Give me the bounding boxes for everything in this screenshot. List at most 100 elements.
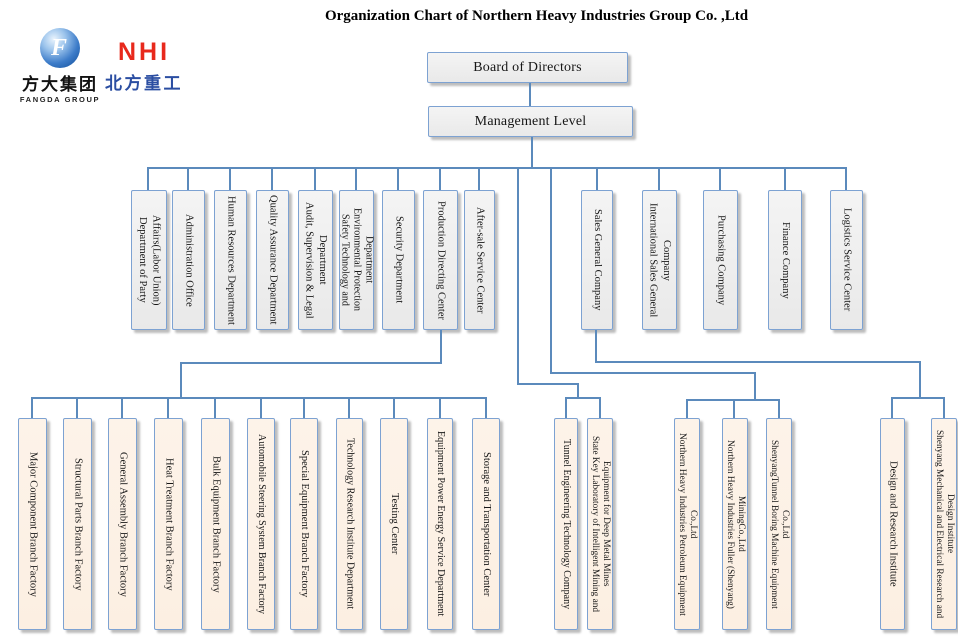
org-box-label: International Sales General Company — [647, 202, 673, 318]
connector-line — [719, 167, 721, 190]
org-box-label: Production Directing Center — [435, 200, 447, 320]
org-box-label: Purchasing Company — [715, 214, 727, 306]
org-box-after-sale: After-sale Service Center — [464, 190, 495, 330]
org-box-party-affairs: Department of Party Affairs(Labor Union) — [131, 190, 167, 330]
org-box-label: Management Level — [474, 113, 587, 129]
org-box-testing-center: Testing Center — [380, 418, 408, 630]
org-box-tunnel-boring: ShenyangTunnel Boring Machine Equipment … — [766, 418, 792, 630]
connector-line — [485, 397, 487, 418]
connector-line — [121, 397, 123, 418]
fangda-globe-icon: F — [40, 28, 80, 68]
org-box-board-of-directors: Board of Directors — [427, 52, 628, 83]
connector-line — [260, 397, 262, 418]
org-box-label: Audit, Supervision & Legal Department — [303, 201, 329, 319]
org-box-fuller-mining: Northern Heavy Industries Fuller (Shenya… — [722, 418, 748, 630]
connector-line — [393, 397, 395, 418]
org-box-label: Storage and Transportation Center — [480, 451, 492, 597]
connector-line — [686, 399, 688, 418]
connector-line — [658, 167, 660, 190]
org-box-finance: Finance Company — [768, 190, 802, 330]
connector-line — [531, 137, 533, 168]
fangda-logo: F 方大集团 FANGDA GROUP — [14, 28, 106, 104]
connector-line — [355, 167, 357, 190]
org-box-petroleum-equipment: Northern Heavy Industries Petroleum Equi… — [674, 418, 700, 630]
connector-line — [595, 361, 921, 363]
connector-line — [595, 330, 597, 362]
connector-line — [943, 397, 945, 418]
org-box-label: Department of Party Affairs(Labor Union) — [137, 214, 162, 306]
connector-line — [187, 167, 189, 190]
org-box-label: Human Resources Department — [225, 195, 237, 325]
org-box-special-equipment: Special Equipment Branch Factory — [290, 418, 318, 630]
org-box-label: Administration Office — [183, 213, 195, 307]
connector-line — [348, 397, 350, 418]
nhi-logo: NHI 北方重工 — [100, 40, 188, 94]
connector-line — [529, 83, 531, 106]
org-box-label: Security Department — [393, 216, 405, 304]
connector-line — [440, 330, 442, 363]
org-box-label: Bulk Equipment Branch Factory — [210, 455, 222, 593]
org-box-label: General Assembly Branch Factory — [117, 451, 129, 597]
org-box-label: Design and Research Institute — [887, 461, 899, 587]
org-box-management-level: Management Level — [428, 106, 633, 137]
connector-line — [517, 383, 579, 385]
connector-line — [147, 167, 149, 190]
connector-line — [147, 167, 847, 169]
connector-line — [517, 167, 519, 385]
page-title: Organization Chart of Northern Heavy Ind… — [324, 8, 749, 24]
org-box-major-component: Major Component Branch Factory — [18, 418, 47, 630]
connector-line — [577, 383, 579, 398]
org-box-design-research-institute: Design and Research Institute — [880, 418, 905, 630]
org-box-label: Automobile Steering System Branch Factor… — [256, 434, 267, 614]
connector-line — [478, 167, 480, 190]
org-box-label: Heat Treatment Branch Factory — [163, 457, 175, 591]
org-box-label: Quality Assurance Department — [267, 195, 279, 325]
connector-line — [439, 397, 441, 418]
connector-line — [596, 167, 598, 190]
org-box-label: State Key Laboratory of Intelligent Mini… — [590, 435, 611, 613]
connector-line — [214, 397, 216, 418]
org-box-label: Safety Technology and Environmental Prot… — [339, 208, 375, 312]
org-box-administration-office: Administration Office — [172, 190, 205, 330]
org-box-safety-environment: Safety Technology and Environmental Prot… — [339, 190, 375, 330]
connector-line — [31, 397, 33, 418]
org-box-tunnel-engineering: Tunnel Engineering Technology Company — [554, 418, 578, 630]
org-box-sales-general: Sales General Company — [581, 190, 613, 330]
connector-line — [397, 167, 399, 190]
connector-line — [919, 361, 921, 398]
connector-line — [891, 397, 945, 399]
connector-line — [778, 399, 780, 418]
nhi-cn-label: 北方重工 — [105, 74, 183, 93]
org-box-structural-parts: Structural Parts Branch Factory — [63, 418, 92, 630]
connector-line — [784, 167, 786, 190]
connector-line — [271, 167, 273, 190]
org-box-label: Major Component Branch Factory — [27, 451, 39, 597]
org-box-label: Equipment Power Energy Service Departmen… — [435, 431, 446, 617]
org-box-label: Testing Center — [388, 493, 400, 555]
org-box-label: Structural Parts Branch Factory — [72, 457, 84, 591]
org-box-label: Sales General Company — [591, 209, 603, 311]
connector-line — [891, 397, 893, 418]
org-box-label: Logistics Service Center — [841, 208, 853, 312]
connector-line — [565, 397, 601, 399]
org-box-label: Shenyang Mechanical and Electrical Resea… — [934, 429, 955, 619]
connector-line — [76, 397, 78, 418]
connector-line — [180, 362, 442, 364]
org-box-label: Special Equipment Branch Factory — [298, 450, 310, 598]
connector-line — [31, 397, 487, 399]
org-box-label: Northern Heavy Industries Fuller (Shenya… — [725, 439, 746, 609]
org-box-shenyang-mech-elec: Shenyang Mechanical and Electrical Resea… — [931, 418, 957, 630]
connector-line — [550, 372, 756, 374]
connector-line — [229, 167, 231, 190]
org-box-general-assembly: General Assembly Branch Factory — [108, 418, 137, 630]
org-box-production-directing: Production Directing Center — [423, 190, 458, 330]
connector-line — [167, 397, 169, 418]
org-box-security: Security Department — [382, 190, 415, 330]
org-box-logistics: Logistics Service Center — [830, 190, 863, 330]
connector-line — [565, 397, 567, 418]
connector-line — [733, 399, 735, 418]
org-box-tech-research-institute: Technology Research Institute Department — [336, 418, 363, 630]
org-box-label: Finance Company — [779, 221, 791, 299]
fangda-en-label: FANGDA GROUP — [19, 95, 101, 104]
org-box-label: Northern Heavy Industries Petroleum Equi… — [677, 432, 698, 616]
